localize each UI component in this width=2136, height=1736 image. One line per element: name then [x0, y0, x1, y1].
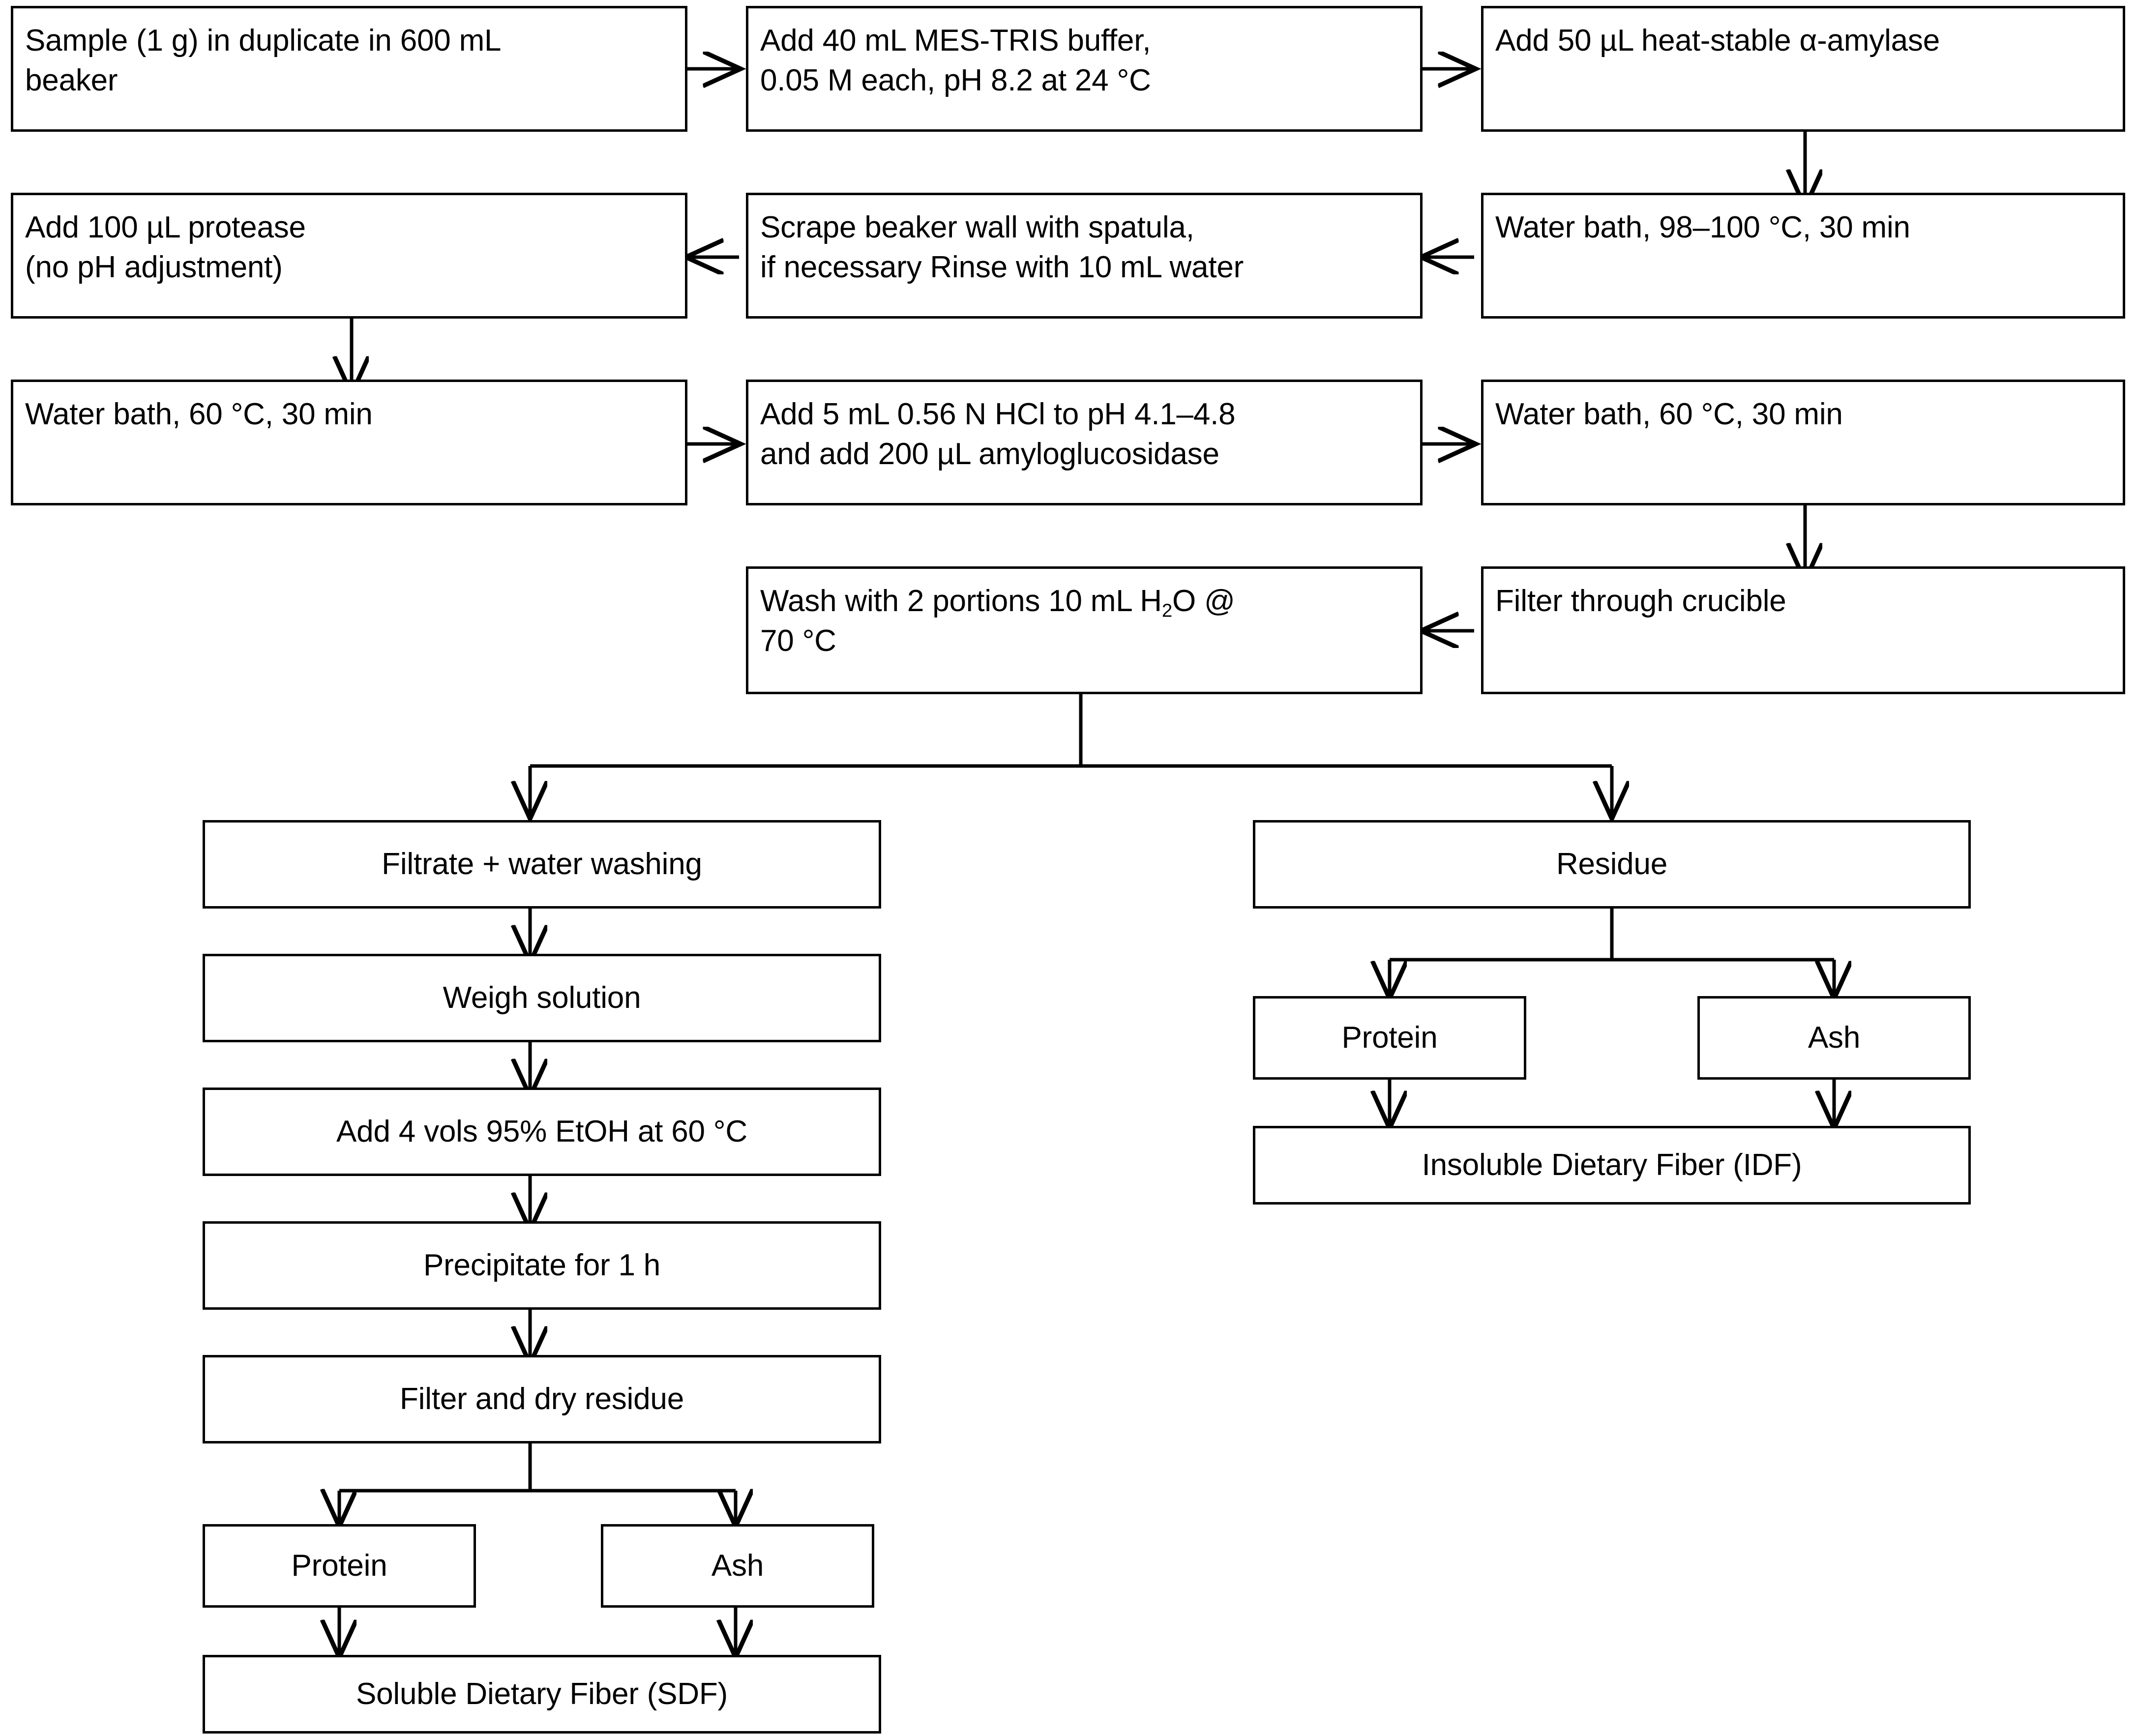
- node-weigh-solution[interactable]: Weigh solution: [203, 954, 881, 1042]
- node-add-etoh-label: Add 4 vols 95% EtOH at 60 °C: [336, 1114, 747, 1148]
- node-insoluble-dietary-fiber[interactable]: Insoluble Dietary Fiber (IDF): [1253, 1126, 1971, 1205]
- node-residue[interactable]: Residue: [1253, 820, 1971, 909]
- node-ash-right-label: Ash: [1808, 1020, 1861, 1055]
- node-filter-dry-residue-label: Filter and dry residue: [400, 1382, 684, 1416]
- node-buffer[interactable]: Add 40 mL MES-TRIS buffer, 0.05 M each, …: [746, 6, 1423, 132]
- node-wash-line1-pre: Wash with 2 portions 10 mL H: [760, 584, 1162, 618]
- node-sample[interactable]: Sample (1 g) in duplicate in 600 mL beak…: [11, 6, 687, 132]
- node-waterbath-60-b-line1: Water bath, 60 °C, 30 min: [1495, 397, 1843, 431]
- node-soluble-dietary-fiber-label: Soluble Dietary Fiber (SDF): [356, 1677, 728, 1711]
- node-insoluble-dietary-fiber-label: Insoluble Dietary Fiber (IDF): [1422, 1148, 1802, 1182]
- node-scrape[interactable]: Scrape beaker wall with spatula, if nece…: [746, 193, 1423, 319]
- node-residue-label: Residue: [1556, 847, 1668, 881]
- node-weigh-solution-label: Weigh solution: [443, 980, 641, 1015]
- node-wash[interactable]: Wash with 2 portions 10 mL H2O @ 70 °C: [746, 566, 1423, 694]
- node-filter-crucible[interactable]: Filter through crucible: [1481, 566, 2125, 694]
- node-protein-right[interactable]: Protein: [1253, 996, 1526, 1080]
- node-precipitate-label: Precipitate for 1 h: [423, 1248, 661, 1282]
- node-wash-line1: Wash with 2 portions 10 mL H2O @: [760, 582, 1408, 621]
- node-protein-left[interactable]: Protein: [203, 1524, 476, 1608]
- node-wash-line2: 70 °C: [760, 623, 836, 658]
- node-waterbath-98[interactable]: Water bath, 98–100 °C, 30 min: [1481, 193, 2125, 319]
- node-scrape-line2: if necessary Rinse with 10 mL water: [760, 250, 1244, 284]
- node-filtrate-label: Filtrate + water washing: [382, 847, 702, 881]
- node-hcl-line1: Add 5 mL 0.56 N HCl to pH 4.1–4.8: [760, 397, 1236, 431]
- node-filtrate[interactable]: Filtrate + water washing: [203, 820, 881, 909]
- node-hcl-line2: and add 200 µL amyloglucosidase: [760, 437, 1219, 471]
- node-soluble-dietary-fiber[interactable]: Soluble Dietary Fiber (SDF): [203, 1655, 881, 1734]
- node-sample-line2: beaker: [25, 63, 118, 97]
- node-precipitate[interactable]: Precipitate for 1 h: [203, 1221, 881, 1310]
- node-buffer-line1: Add 40 mL MES-TRIS buffer,: [760, 24, 1151, 58]
- node-waterbath-60-a-line1: Water bath, 60 °C, 30 min: [25, 397, 373, 431]
- node-ash-right[interactable]: Ash: [1697, 996, 1971, 1080]
- node-protease-line2: (no pH adjustment): [25, 250, 283, 284]
- node-wash-line1-post: O @: [1172, 584, 1235, 618]
- node-sample-line1: Sample (1 g) in duplicate in 600 mL: [25, 24, 502, 58]
- node-waterbath-60-a[interactable]: Water bath, 60 °C, 30 min: [11, 380, 687, 505]
- node-protein-right-label: Protein: [1341, 1020, 1438, 1055]
- node-buffer-line2: 0.05 M each, pH 8.2 at 24 °C: [760, 63, 1151, 97]
- node-ash-left[interactable]: Ash: [601, 1524, 874, 1608]
- node-wash-subscript: 2: [1161, 600, 1172, 621]
- node-filter-dry-residue[interactable]: Filter and dry residue: [203, 1355, 881, 1443]
- node-waterbath-98-line1: Water bath, 98–100 °C, 30 min: [1495, 210, 1910, 244]
- node-waterbath-60-b[interactable]: Water bath, 60 °C, 30 min: [1481, 380, 2125, 505]
- node-scrape-line1: Scrape beaker wall with spatula,: [760, 210, 1194, 244]
- node-add-etoh[interactable]: Add 4 vols 95% EtOH at 60 °C: [203, 1088, 881, 1176]
- node-hcl-amyloglucosidase[interactable]: Add 5 mL 0.56 N HCl to pH 4.1–4.8 and ad…: [746, 380, 1423, 505]
- node-filter-crucible-line1: Filter through crucible: [1495, 584, 1786, 618]
- node-protein-left-label: Protein: [291, 1548, 387, 1583]
- node-ash-left-label: Ash: [711, 1548, 764, 1583]
- node-amylase[interactable]: Add 50 µL heat-stable α-amylase: [1481, 6, 2125, 132]
- node-amylase-line1: Add 50 µL heat-stable α-amylase: [1495, 24, 1940, 58]
- node-protease[interactable]: Add 100 µL protease (no pH adjustment): [11, 193, 687, 319]
- node-protease-line1: Add 100 µL protease: [25, 210, 306, 244]
